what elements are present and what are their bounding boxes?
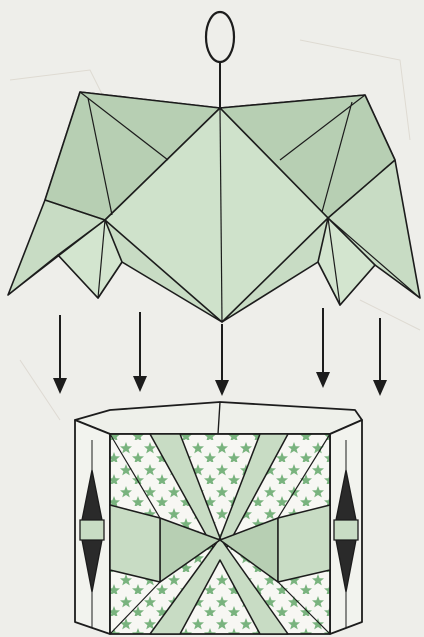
hanging-loop [206, 12, 234, 62]
arrow-2 [133, 312, 147, 392]
arrow-4 [316, 308, 330, 388]
front-right-flap [278, 505, 330, 582]
front-left-flap [110, 505, 160, 582]
folded-roof [8, 92, 420, 322]
arrow-3 [215, 324, 229, 396]
right-pleat-center [334, 520, 358, 540]
arrow-1 [53, 315, 67, 394]
left-pleat-center [80, 520, 104, 540]
arrow-5 [373, 318, 387, 396]
